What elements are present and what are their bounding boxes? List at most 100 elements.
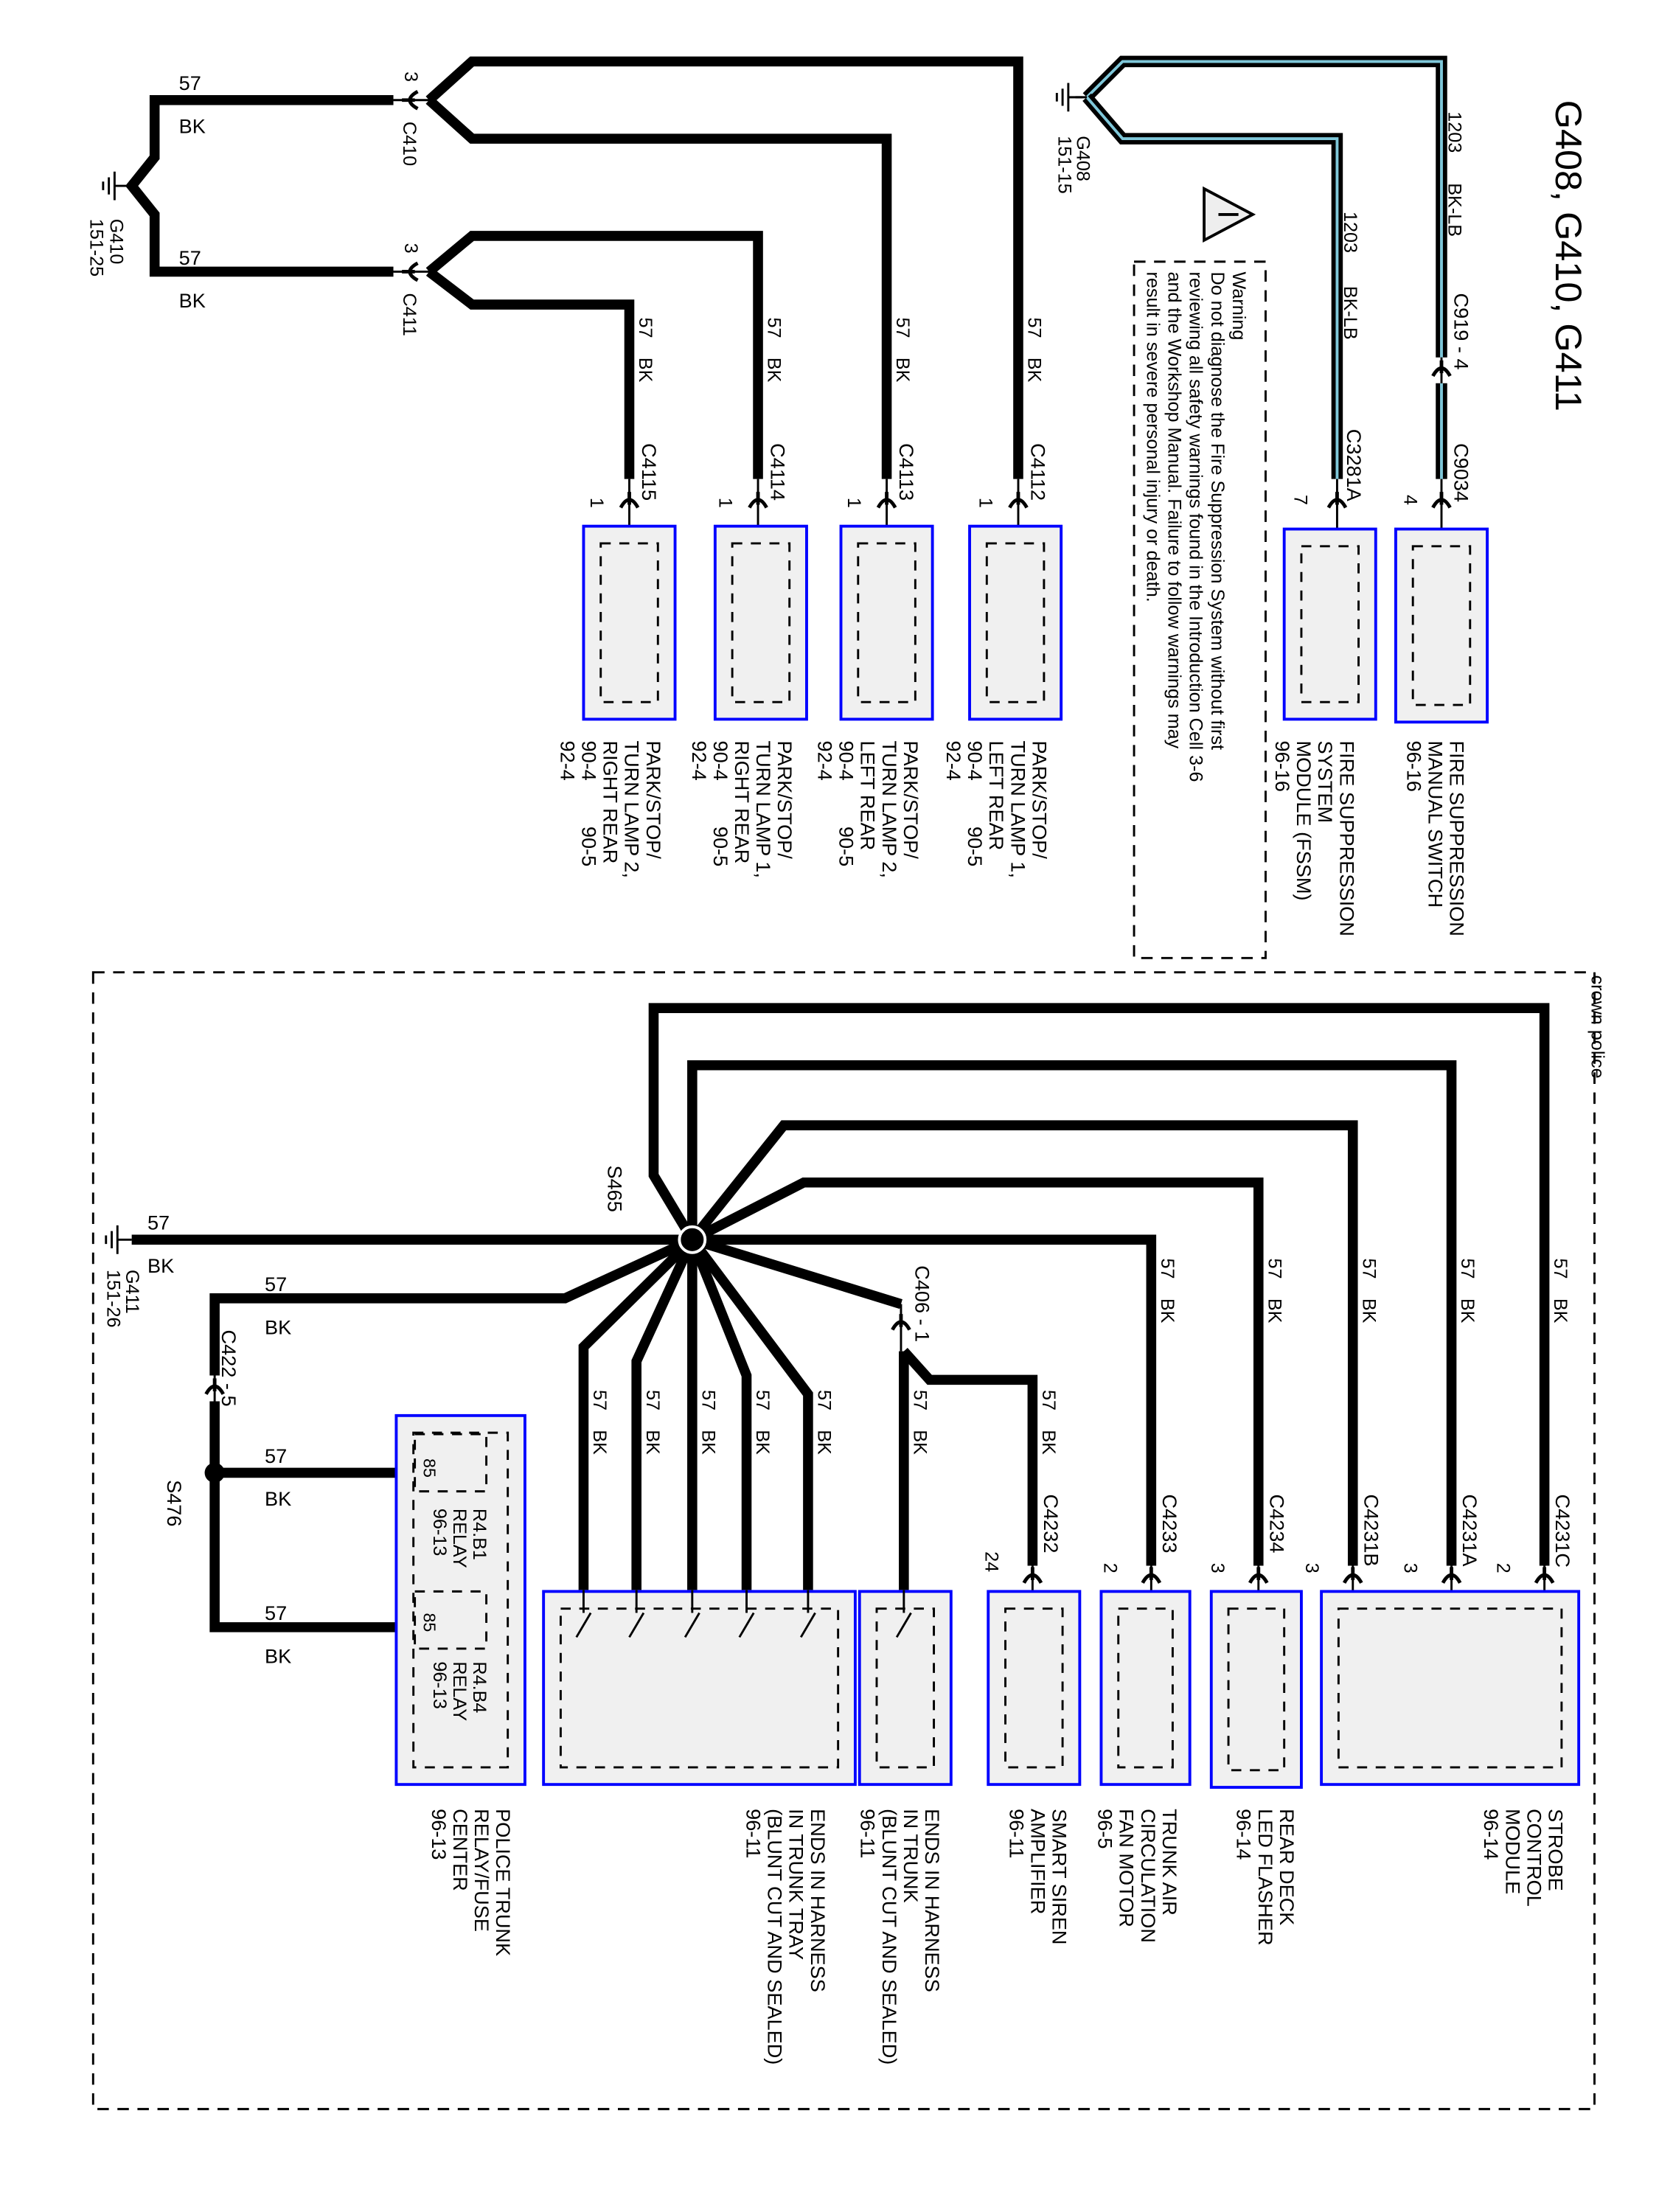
component-lamp_lr2-internal-outline [857,542,917,703]
ground-g411-ref: 151-26 [103,1270,124,1327]
component-police-trunk-relay-fuse-center-internal-outline [412,1431,509,1769]
blunt-cut-end-icon [799,1612,816,1638]
connector-chevron-icon [876,492,897,509]
component-trunk-air-fan-motor [1099,1590,1192,1787]
component-ref: 90-5 [835,827,858,866]
connector-chevron-icon [402,261,419,282]
warning-text: result in severe personal injury or deat… [1143,271,1164,602]
wire-color-label: BK [1264,1298,1284,1324]
wire-color-label: BK [813,1430,834,1455]
component-lamp_rr2-internal-outline [599,542,659,703]
component-label: MANUAL SWITCH [1425,741,1447,908]
connector-chevron-icon [619,492,640,509]
warning-heading: Warning [1228,271,1249,340]
wire-circuit-label: 57 [589,1390,610,1411]
component-label: 96-16 [1271,741,1294,792]
connector-chevron-icon [1441,1567,1462,1584]
wire-color-label: BK-LB [1444,183,1465,237]
connector-c4114-label: C4114 [766,443,789,501]
connector-c422-label: C422 - 5 [218,1329,240,1406]
relay-b4-pin: 85 [420,1613,439,1632]
connector-chevron-icon [891,1314,911,1331]
component-ends-in-harness-trunk [858,1590,953,1787]
component-label: 96-11 [857,1809,880,1858]
splice-dot-center [686,1234,698,1246]
connector-chevron-icon [1431,492,1452,509]
component-label: PARK/STOP/ [1028,741,1051,860]
wire-color-label: BK [265,1487,291,1510]
component-ref: 92-4 [813,741,836,781]
ground-icon [105,1225,132,1254]
connector-c4231a-pin: 3 [1400,1563,1421,1573]
warning-text: and the Workshop Manual. Failure to foll… [1164,271,1185,748]
component-label: 96-11 [742,1809,765,1858]
relay-b1-label: 96-13 [429,1509,450,1556]
blunt-cut-end-icon [895,1612,912,1638]
connector-chevron-icon [748,492,768,509]
wire-circuit-label: 57 [1024,318,1045,338]
component-label: MODULE (FSSM) [1293,741,1315,901]
component-label: ENDS IN HARNESS [921,1809,944,1992]
wire-circuit-label: 1203 [1444,111,1465,153]
component-label: PARK/STOP/ [642,741,665,860]
component-lamp_lr2 [839,524,934,721]
wire-circuit-label: 57 [265,1273,287,1295]
component-label: STROBE [1544,1809,1567,1891]
connector-c4113-pin: 1 [844,498,864,508]
connector-c4231a-label: C4231A [1458,1495,1481,1568]
component-label: IN TRUNK [900,1809,922,1903]
component-label: TRUNK AIR [1158,1809,1181,1916]
connector-c4233-pin: 2 [1099,1563,1120,1573]
component-label: LED FLASHER [1254,1809,1277,1945]
component-label: SMART SIREN [1048,1809,1071,1944]
component-ref: 90-5 [964,827,987,866]
crown-police-section-frame [91,971,1596,2110]
connector-c4114-pin: 1 [715,498,736,508]
wire-color-label: BK-LB [1340,286,1360,340]
component-label: TURN LAMP 2, [878,741,901,878]
connector-chevron-icon [1022,1567,1043,1584]
wire-circuit-label: 57 [752,1390,773,1411]
ground-symbol [102,171,129,201]
wire-circuit-label: 57 [1157,1259,1178,1279]
component-label: 96-16 [1402,741,1425,792]
component-ends-in-harness-trunk-internal-outline [875,1607,936,1769]
wire-color-label: BK [642,1430,663,1455]
component-fire-suppression-switch-internal-outline [1411,545,1472,706]
connector-chevron-icon [402,89,419,111]
warning-box [1133,260,1267,959]
component-strobe-control-module-internal-outline [1337,1607,1563,1769]
component-ends-in-harness-trunk-tray [542,1590,857,1787]
component-label: FAN MOTOR [1116,1809,1138,1927]
wire-circuit-label: 57 [265,1601,287,1624]
section-label: crown police [1587,975,1608,1079]
connector-c4115-pin: 1 [586,498,607,508]
component-lamp_rr1-internal-outline [731,542,791,703]
connector-c411-pin: 3 [400,243,421,254]
warning-text: Do not diagnose the Fire Suppression Sys… [1207,271,1228,750]
relay-b1-pin-outline [414,1433,488,1493]
component-lamp_rr2 [582,524,677,721]
connector-c4232-pin: 24 [981,1551,1001,1572]
connector-c4231c-pin: 2 [1493,1563,1514,1573]
component-fssm [1282,527,1377,721]
wires-g410 [125,56,1023,479]
connector-c4232-label: C4232 [1040,1495,1062,1554]
wire-color-label: BK [764,358,785,383]
wire-color-label: BK [147,1254,174,1277]
component-label: TURN LAMP 1, [752,741,775,878]
relay-b1-label: R4.B1 [469,1509,490,1560]
connector-c4231b-pin: 3 [1301,1563,1322,1573]
connector-chevron-icon [204,1378,225,1395]
relay-b4-label: R4.B4 [469,1661,490,1713]
wire-color-label: BK [1038,1430,1059,1455]
relay-b1-pin: 85 [420,1458,439,1478]
wire-color-label: BK [1024,358,1045,383]
component-label: 96-14 [1480,1809,1503,1860]
connector-c4112-label: C4112 [1026,443,1049,501]
connector-chevron-icon [1008,492,1029,509]
connector-c3281a-pin: 7 [1290,495,1310,505]
relay-b1-label: RELAY [449,1509,470,1568]
wire-circuit-label: 57 [179,246,201,269]
